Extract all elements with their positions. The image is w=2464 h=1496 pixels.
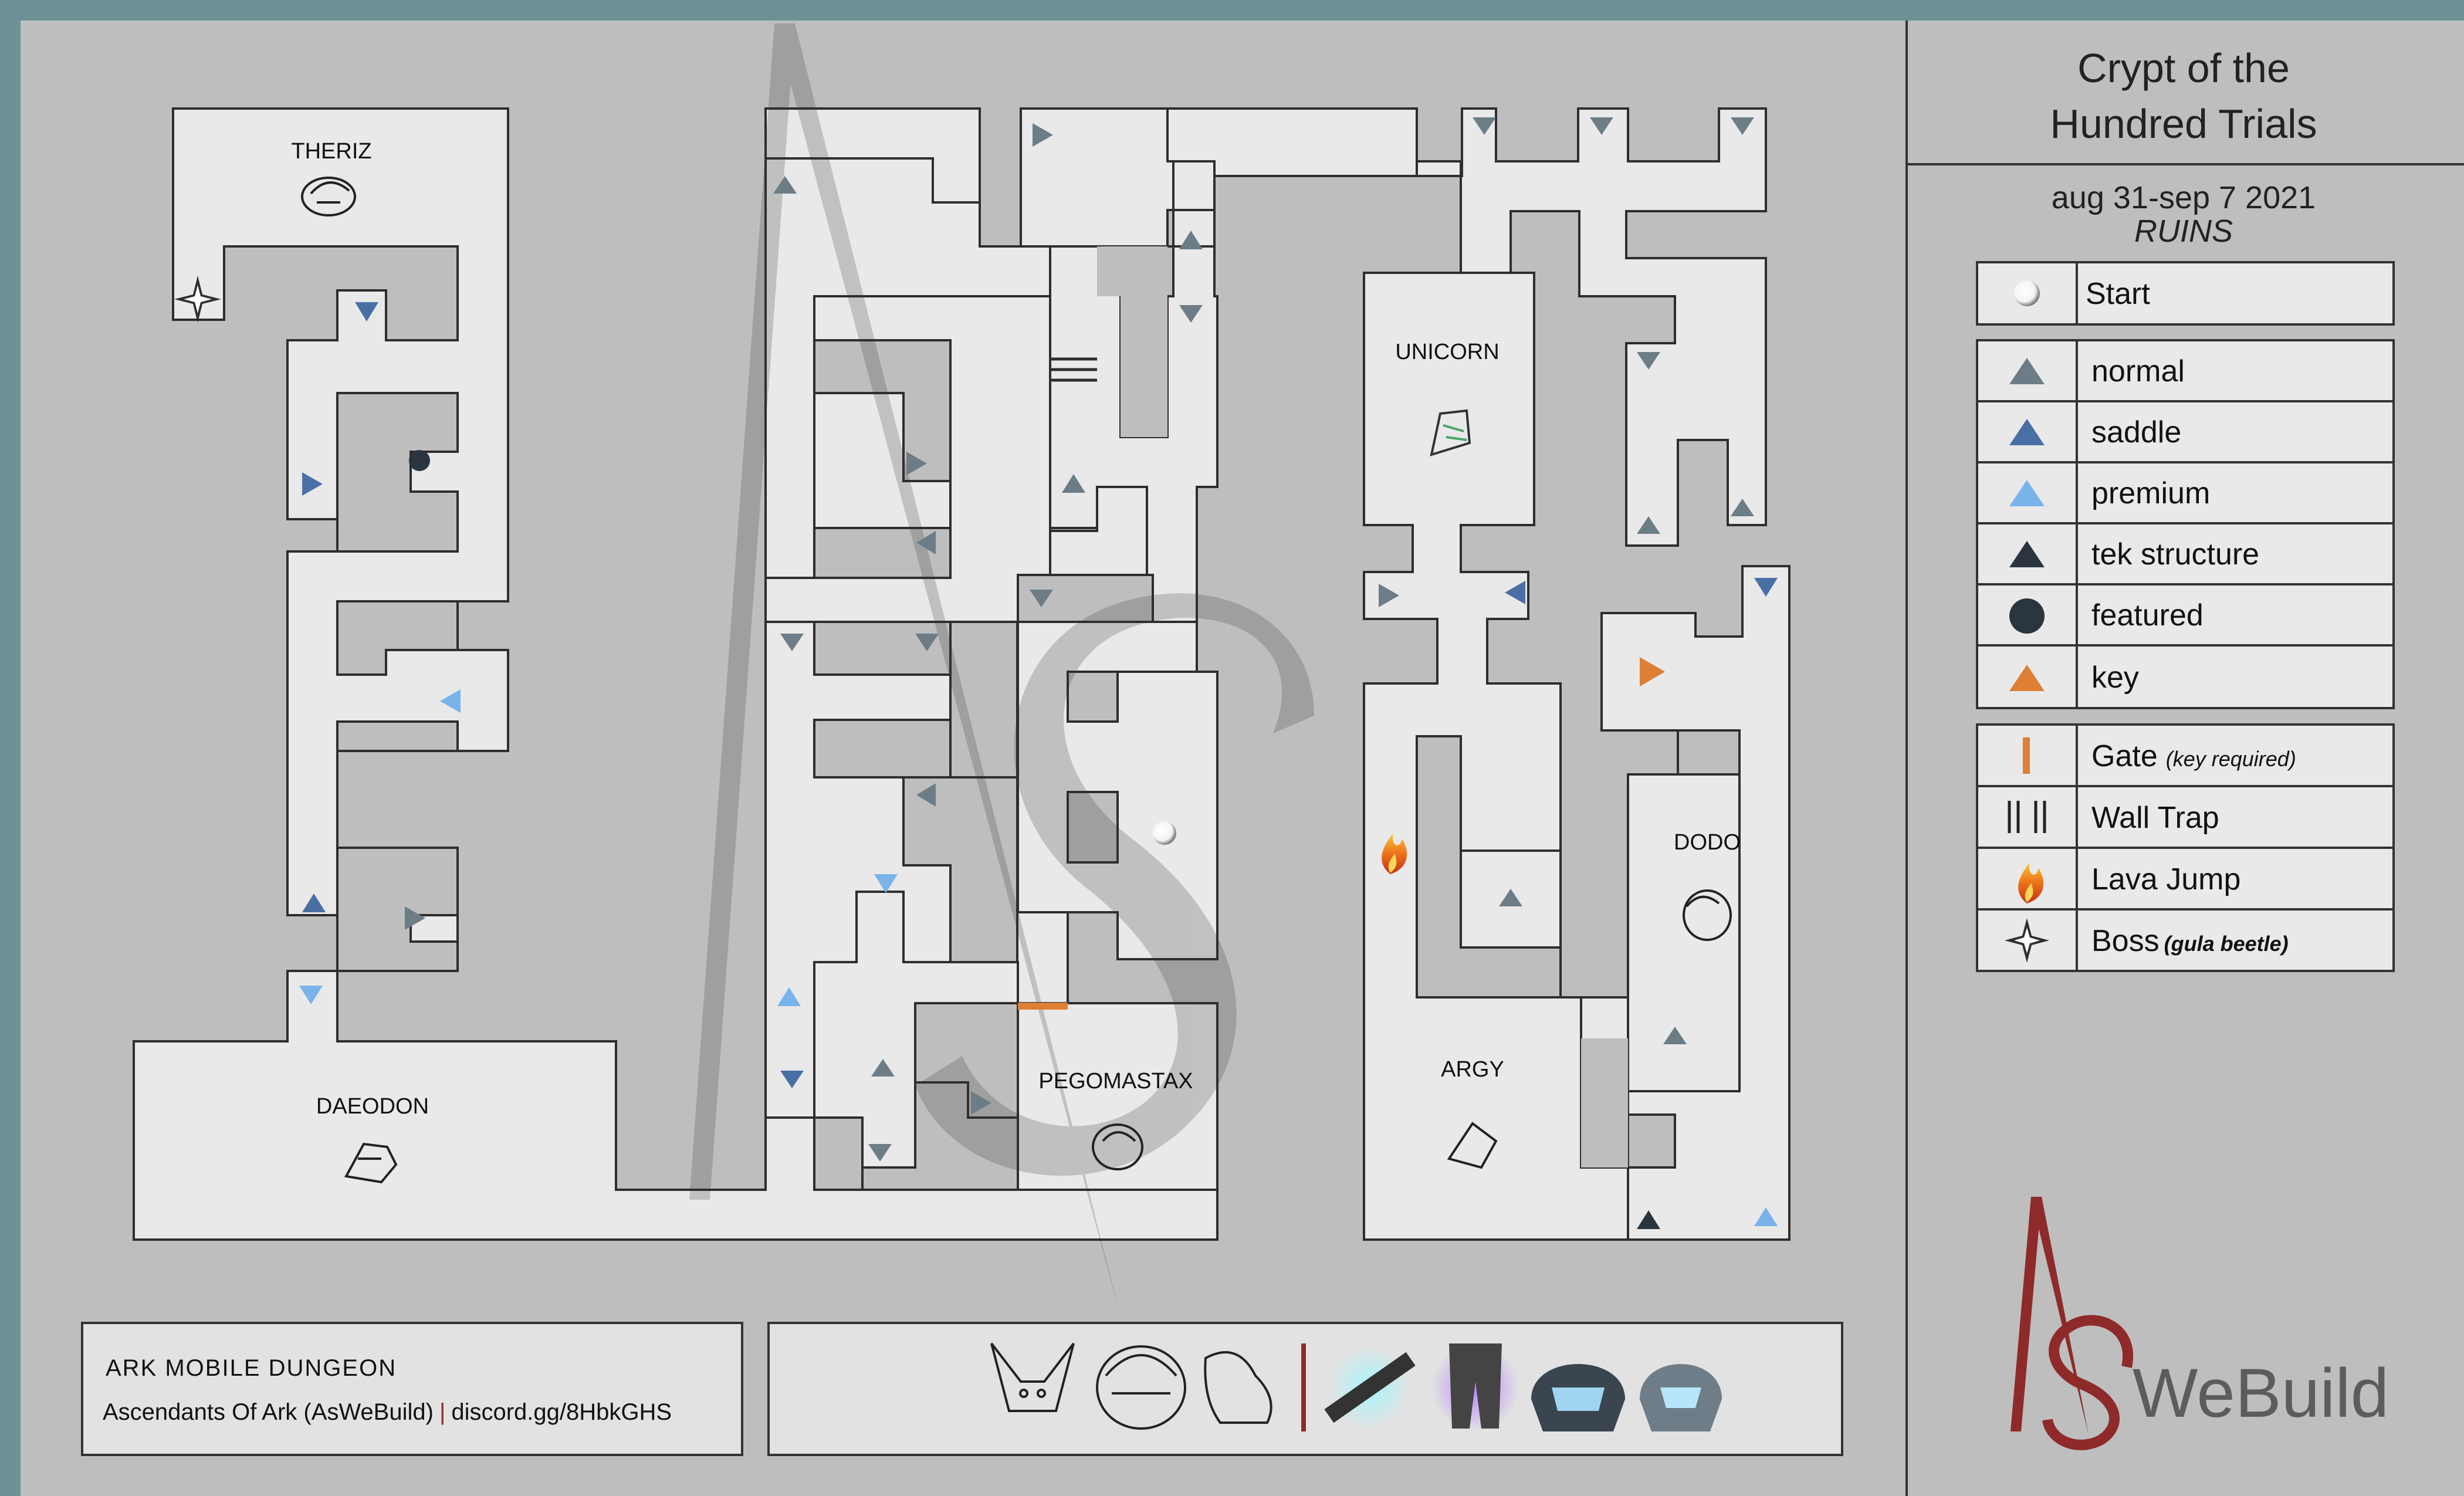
footer-discord: discord.gg/8HbkGHS xyxy=(451,1399,672,1425)
dodo-lower xyxy=(1581,1038,1628,1167)
title-line-1: Crypt of the xyxy=(2077,45,2290,91)
theriz-inner-wall-3 xyxy=(336,720,459,752)
footer-guild: Ascendants Of Ark (AsWeBuild) xyxy=(103,1399,434,1425)
legend-start-label: Start xyxy=(2086,277,2150,311)
legend-start-icon xyxy=(2014,280,2040,306)
theriz-inner-wall-4 xyxy=(336,847,459,972)
maze-primary xyxy=(23,23,1904,1302)
legend-key-icon xyxy=(2009,665,2045,691)
title-line-2: Hundred Trials xyxy=(2050,101,2317,147)
date-range: aug 31-sep 7 2021 xyxy=(2052,180,2316,215)
reward-armor-helmet-2-icon xyxy=(1640,1364,1722,1431)
legend-walltrap-label: Wall Trap xyxy=(2091,801,2219,835)
legend-boss-icon xyxy=(2005,918,2049,963)
aswebuild-logo: WeBuild xyxy=(2011,1197,2389,1450)
premium-markers xyxy=(299,689,1778,1226)
theriz-inner-wall-1 xyxy=(337,601,458,675)
pegomastax-room xyxy=(1017,621,1219,1191)
dodo-cell-2 xyxy=(1677,729,1741,776)
footer-title: ARK MOBILE DUNGEON xyxy=(106,1355,397,1381)
reward-weapon-icon xyxy=(1324,1346,1416,1429)
legend-labels: Start normal saddle premium tek structur… xyxy=(2086,277,2296,958)
bridge-inner xyxy=(1097,246,1167,437)
reward-creature-3-icon xyxy=(1204,1351,1272,1424)
legend-start-label-cell xyxy=(2076,261,2395,326)
wall-trap xyxy=(1050,357,1097,382)
theriz-inner-wall-5 xyxy=(336,392,459,553)
argy-icon xyxy=(1447,1122,1498,1169)
tek-marker xyxy=(1637,1210,1660,1229)
legend-gate-note: (key required) xyxy=(2166,747,2296,771)
legend-walltrap-icon xyxy=(2008,801,2046,833)
legend-featured-icon xyxy=(2009,598,2045,634)
footer-separator: | xyxy=(439,1399,445,1425)
room-pegomastax: PEGOMASTAX xyxy=(1038,1069,1193,1094)
legend-saddle-label: saddle xyxy=(2091,415,2181,449)
legend-gate-icon xyxy=(2023,737,2030,774)
legend-table xyxy=(1976,261,2395,972)
footer-info-box xyxy=(81,1322,743,1456)
reward-creature-2-icon xyxy=(1096,1345,1186,1430)
daeodon-icon xyxy=(344,1142,398,1184)
start-marker xyxy=(1153,821,1176,845)
reward-armor-legs-icon xyxy=(1431,1343,1519,1431)
legend-normal-label: normal xyxy=(2091,354,2185,388)
legend-boss-text: Boss xyxy=(2091,924,2160,958)
reward-creature-1-icon xyxy=(990,1342,1075,1412)
legend-marker-rows xyxy=(1976,339,2395,709)
legend-boss-label: Boss(gula beetle) xyxy=(2091,924,2289,958)
legend-boss-note: (gula beetle) xyxy=(2164,932,2289,956)
legend-featured-label: featured xyxy=(2091,598,2204,632)
featured-marker xyxy=(409,450,430,471)
pegomastax-inner xyxy=(1067,791,1119,864)
legend-normal-icon xyxy=(2009,358,2045,384)
reward-armor-helmet-icon xyxy=(1531,1364,1625,1431)
legend-icons xyxy=(2005,280,2049,963)
legend-lava-label: Lava Jump xyxy=(2091,862,2240,896)
room-unicorn: UNICORN xyxy=(1395,340,1499,364)
key-marker xyxy=(1640,657,1665,686)
footer-guild-line: Ascendants Of Ark (AsWeBuild)|discord.gg… xyxy=(103,1399,672,1425)
room-theriz: THERIZ xyxy=(291,139,371,164)
room-daeodon: DAEODON xyxy=(316,1094,429,1119)
dodo-icon xyxy=(1683,889,1732,941)
legend-premium-label: premium xyxy=(2091,476,2210,510)
legend-premium-icon xyxy=(2009,480,2045,506)
theriz-icon xyxy=(301,177,356,216)
legend-gate-label: Gate (key required) xyxy=(2091,739,2296,773)
theriz-inner-wall-2 xyxy=(336,600,459,676)
legend-gate-text: Gate xyxy=(2091,739,2158,773)
markers xyxy=(174,117,1778,1229)
top-bridge xyxy=(1020,107,1767,623)
legend-saddle-icon xyxy=(2009,419,2045,445)
legend-lava-icon xyxy=(2018,862,2044,903)
pegomastax-icon xyxy=(1092,1123,1143,1170)
boss-icon xyxy=(174,276,221,323)
biome-label: RUINS xyxy=(2134,214,2233,249)
logo-wordmark: WeBuild xyxy=(2133,1355,2389,1432)
legend-key-label: key xyxy=(2091,661,2139,695)
upper-loop-inner-2 xyxy=(813,392,952,529)
room-argy: ARGY xyxy=(1441,1057,1504,1082)
room-dodo: DODO xyxy=(1674,830,1741,855)
saddle-markers xyxy=(302,302,1778,1088)
reward-icons xyxy=(990,1342,1722,1431)
creature-icons xyxy=(301,177,1732,1184)
watermark xyxy=(689,23,1314,1317)
lava-jump-icon xyxy=(1382,833,1407,874)
center-left-inner xyxy=(813,621,952,676)
legend-tek-label: tek structure xyxy=(2091,537,2259,571)
center-left-inner-2 xyxy=(813,719,952,779)
room-labels: THERIZ DAEODON PEGOMASTAX UNICORN DODO A… xyxy=(291,139,1741,1119)
unicorn-icon xyxy=(1430,409,1471,456)
legend-tek-icon xyxy=(2009,541,2045,567)
legend-title: Crypt of the Hundred Trials xyxy=(2050,45,2317,147)
normal-markers xyxy=(405,117,1754,1162)
